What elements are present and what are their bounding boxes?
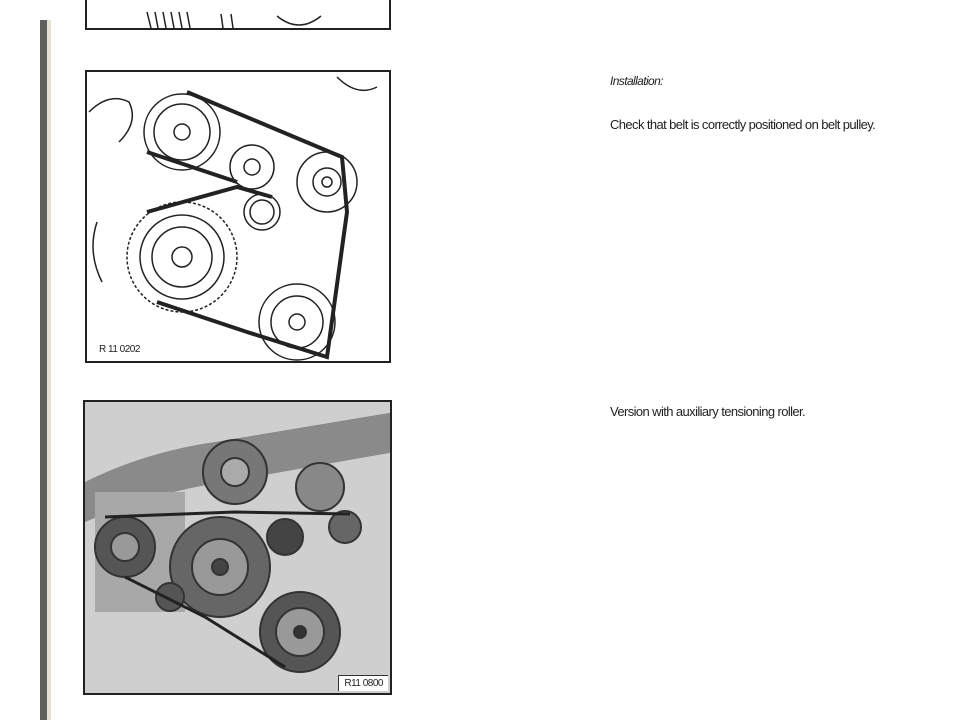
figure-engine-photo: R11 0800 [83, 400, 392, 695]
document-left-border [40, 20, 47, 720]
check-belt-text: Check that belt is correctly positioned … [610, 117, 876, 132]
installation-heading: Installation: [610, 74, 664, 88]
figure-partial-top [85, 0, 391, 30]
figure-code: R11 0800 [338, 675, 388, 691]
document-left-border-highlight [47, 20, 51, 720]
figure-belt-diagram: R 11 0202 [85, 70, 391, 363]
figure-code: R 11 0202 [99, 344, 140, 355]
version-note-text: Version with auxiliary tensioning roller… [610, 404, 806, 419]
